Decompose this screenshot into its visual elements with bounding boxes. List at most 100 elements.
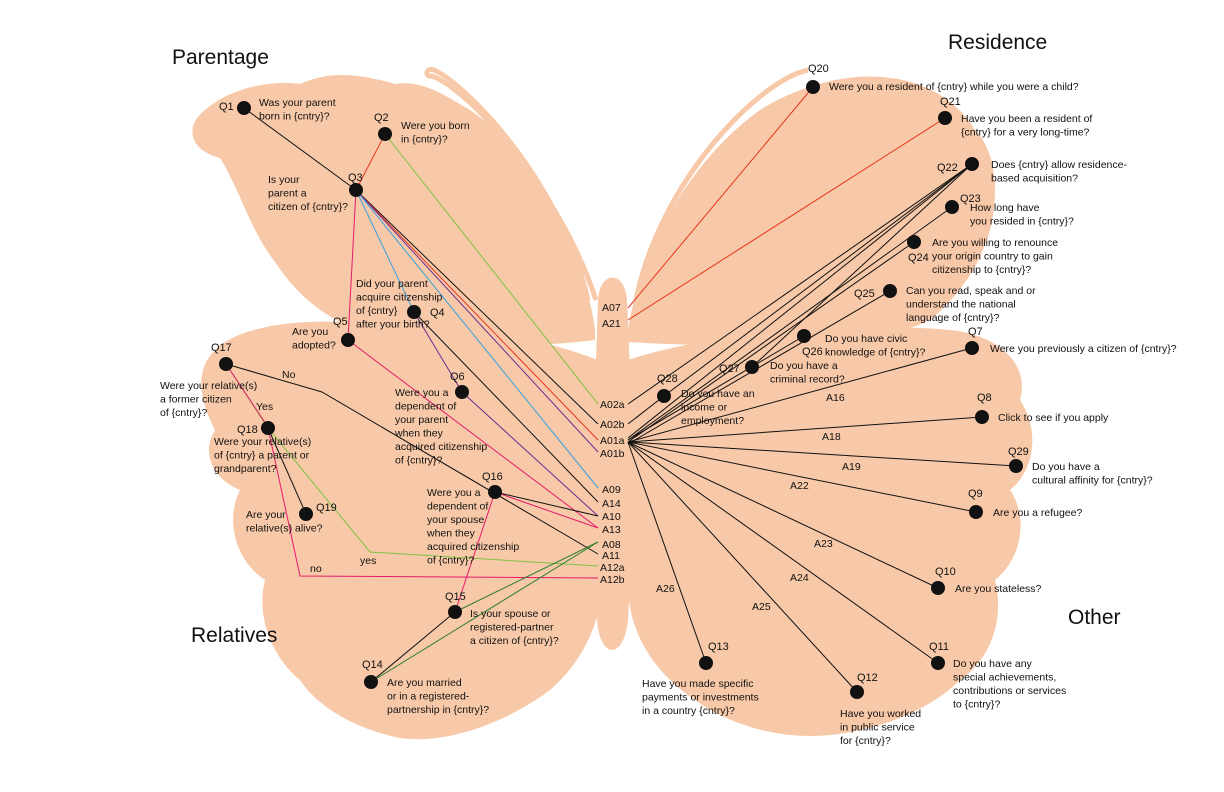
edge-label-a22: A22 — [790, 480, 809, 492]
question-text-line: Do you have any — [953, 658, 1033, 670]
question-node-q12[interactable] — [850, 685, 864, 699]
answer-label: A11 — [602, 550, 620, 562]
question-id-label: Q21 — [940, 96, 961, 108]
edge-a23-q10 — [627, 441, 939, 589]
section-other: Other — [1068, 606, 1121, 629]
question-node-q21[interactable] — [938, 111, 952, 125]
question-node-q16[interactable] — [488, 485, 502, 499]
question-text-line: Are your — [246, 509, 286, 521]
question-node-q15[interactable] — [448, 605, 462, 619]
edge-label-yes: Yes — [256, 401, 273, 413]
question-text-line: Have you worked — [840, 708, 921, 720]
edge-q22-q28 — [663, 163, 973, 397]
question-text-line: in public service — [840, 722, 915, 734]
question-node-q1[interactable] — [237, 101, 251, 115]
question-text-line: dependent of — [427, 501, 488, 513]
edge-q22-a01a — [627, 163, 973, 439]
question-text-line: adopted? — [292, 340, 336, 352]
question-node-q9[interactable] — [969, 505, 983, 519]
question-id-label: Q27 — [719, 363, 740, 375]
edge-label-no: No — [282, 369, 296, 381]
question-text-line: when they — [394, 428, 444, 440]
question-text-line: Are you married — [387, 677, 462, 689]
question-node-q19[interactable] — [299, 507, 313, 521]
edge-q25-a01a — [627, 290, 891, 445]
edge-q3-a09 — [355, 189, 599, 489]
question-node-q13[interactable] — [699, 656, 713, 670]
edge-label-a26: A26 — [656, 583, 675, 595]
question-node-q28[interactable] — [657, 389, 671, 403]
question-text-line: understand the national — [906, 299, 1016, 311]
question-text[interactable]: Click to see if you apply — [998, 412, 1109, 424]
question-text-line: partnership in {cntry}? — [387, 704, 489, 716]
question-node-q8[interactable] — [975, 410, 989, 424]
question-text-line: of {cntry}? — [160, 407, 207, 419]
edge-q2-q3 — [355, 133, 386, 191]
question-node-q4[interactable] — [407, 305, 421, 319]
question-text-line: knowledge of {cntry}? — [825, 347, 926, 359]
edge-q3-a01a — [355, 189, 599, 441]
edge-label-a24: A24 — [790, 572, 809, 584]
question-text-line: your origin country to gain — [932, 251, 1053, 263]
edge-a22-q9 — [627, 441, 977, 513]
question-text: Were you previously a citizen of {cntry}… — [990, 343, 1177, 355]
edge-q14-a08 — [370, 541, 599, 683]
edge-a25-q12 — [627, 441, 858, 693]
question-text-line: contributions or services — [953, 685, 1066, 697]
question-id-label: Q10 — [935, 566, 956, 578]
question-node-q7[interactable] — [965, 341, 979, 355]
question-node-q2[interactable] — [378, 127, 392, 141]
question-node-q22[interactable] — [965, 157, 979, 171]
question-node-q20[interactable] — [806, 80, 820, 94]
question-text: Were your relative(s)of {cntry} a parent… — [214, 436, 311, 475]
question-node-q26[interactable] — [797, 329, 811, 343]
edge-q14-q15 — [370, 611, 456, 683]
answer-label: A12b — [600, 574, 625, 586]
lower-left-wing — [201, 321, 605, 740]
question-node-q23[interactable] — [945, 200, 959, 214]
question-node-q25[interactable] — [883, 284, 897, 298]
question-text-line: Do you have a — [770, 360, 838, 372]
answer-label: A02b — [600, 419, 625, 431]
question-node-q11[interactable] — [931, 656, 945, 670]
lower-right-wing — [628, 327, 1033, 736]
question-text-line: acquire citizenship — [356, 292, 443, 304]
question-node-q10[interactable] — [931, 581, 945, 595]
question-node-q5[interactable] — [341, 333, 355, 347]
question-id-label: Q22 — [937, 162, 958, 174]
question-node-q14[interactable] — [364, 675, 378, 689]
question-node-q27[interactable] — [745, 360, 759, 374]
question-node-q17[interactable] — [219, 357, 233, 371]
edge-a18-q8 — [627, 416, 983, 443]
question-text-line: born in {cntry}? — [259, 111, 330, 123]
question-node-q24[interactable] — [907, 235, 921, 249]
question-node-q6[interactable] — [455, 385, 469, 399]
question-node-q3[interactable] — [349, 183, 363, 197]
question-text-line: you resided in {cntry}? — [970, 216, 1074, 228]
edge-a26-q13 — [627, 441, 707, 664]
question-text: Are you stateless? — [955, 583, 1042, 595]
question-node-q29[interactable] — [1009, 459, 1023, 473]
question-text-line: How long have — [970, 202, 1040, 214]
answer-labels: A07 A21 A02a A02b A01a A01b A09 A14 A10 … — [600, 302, 625, 586]
question-id-label: Q12 — [857, 672, 878, 684]
question-text-line: Is your spouse or — [470, 608, 551, 620]
edge-q23-a01a — [627, 206, 953, 441]
question-id-label: Q4 — [430, 307, 445, 319]
question-id-label: Q19 — [316, 502, 337, 514]
edge-a16-q7 — [627, 347, 973, 443]
question-text-line: criminal record? — [770, 374, 845, 386]
question-text-line: language of {cntry}? — [906, 312, 1000, 324]
edge-q15-q16 — [454, 491, 496, 613]
question-text-line: Were your relative(s) — [160, 380, 257, 392]
question-node-q18[interactable] — [261, 421, 275, 435]
edge-labels: No Yes yes no A16 A18 A19 A22 A23 A24 A2… — [256, 369, 861, 613]
question-text-line: citizenship to {cntry}? — [932, 264, 1031, 276]
